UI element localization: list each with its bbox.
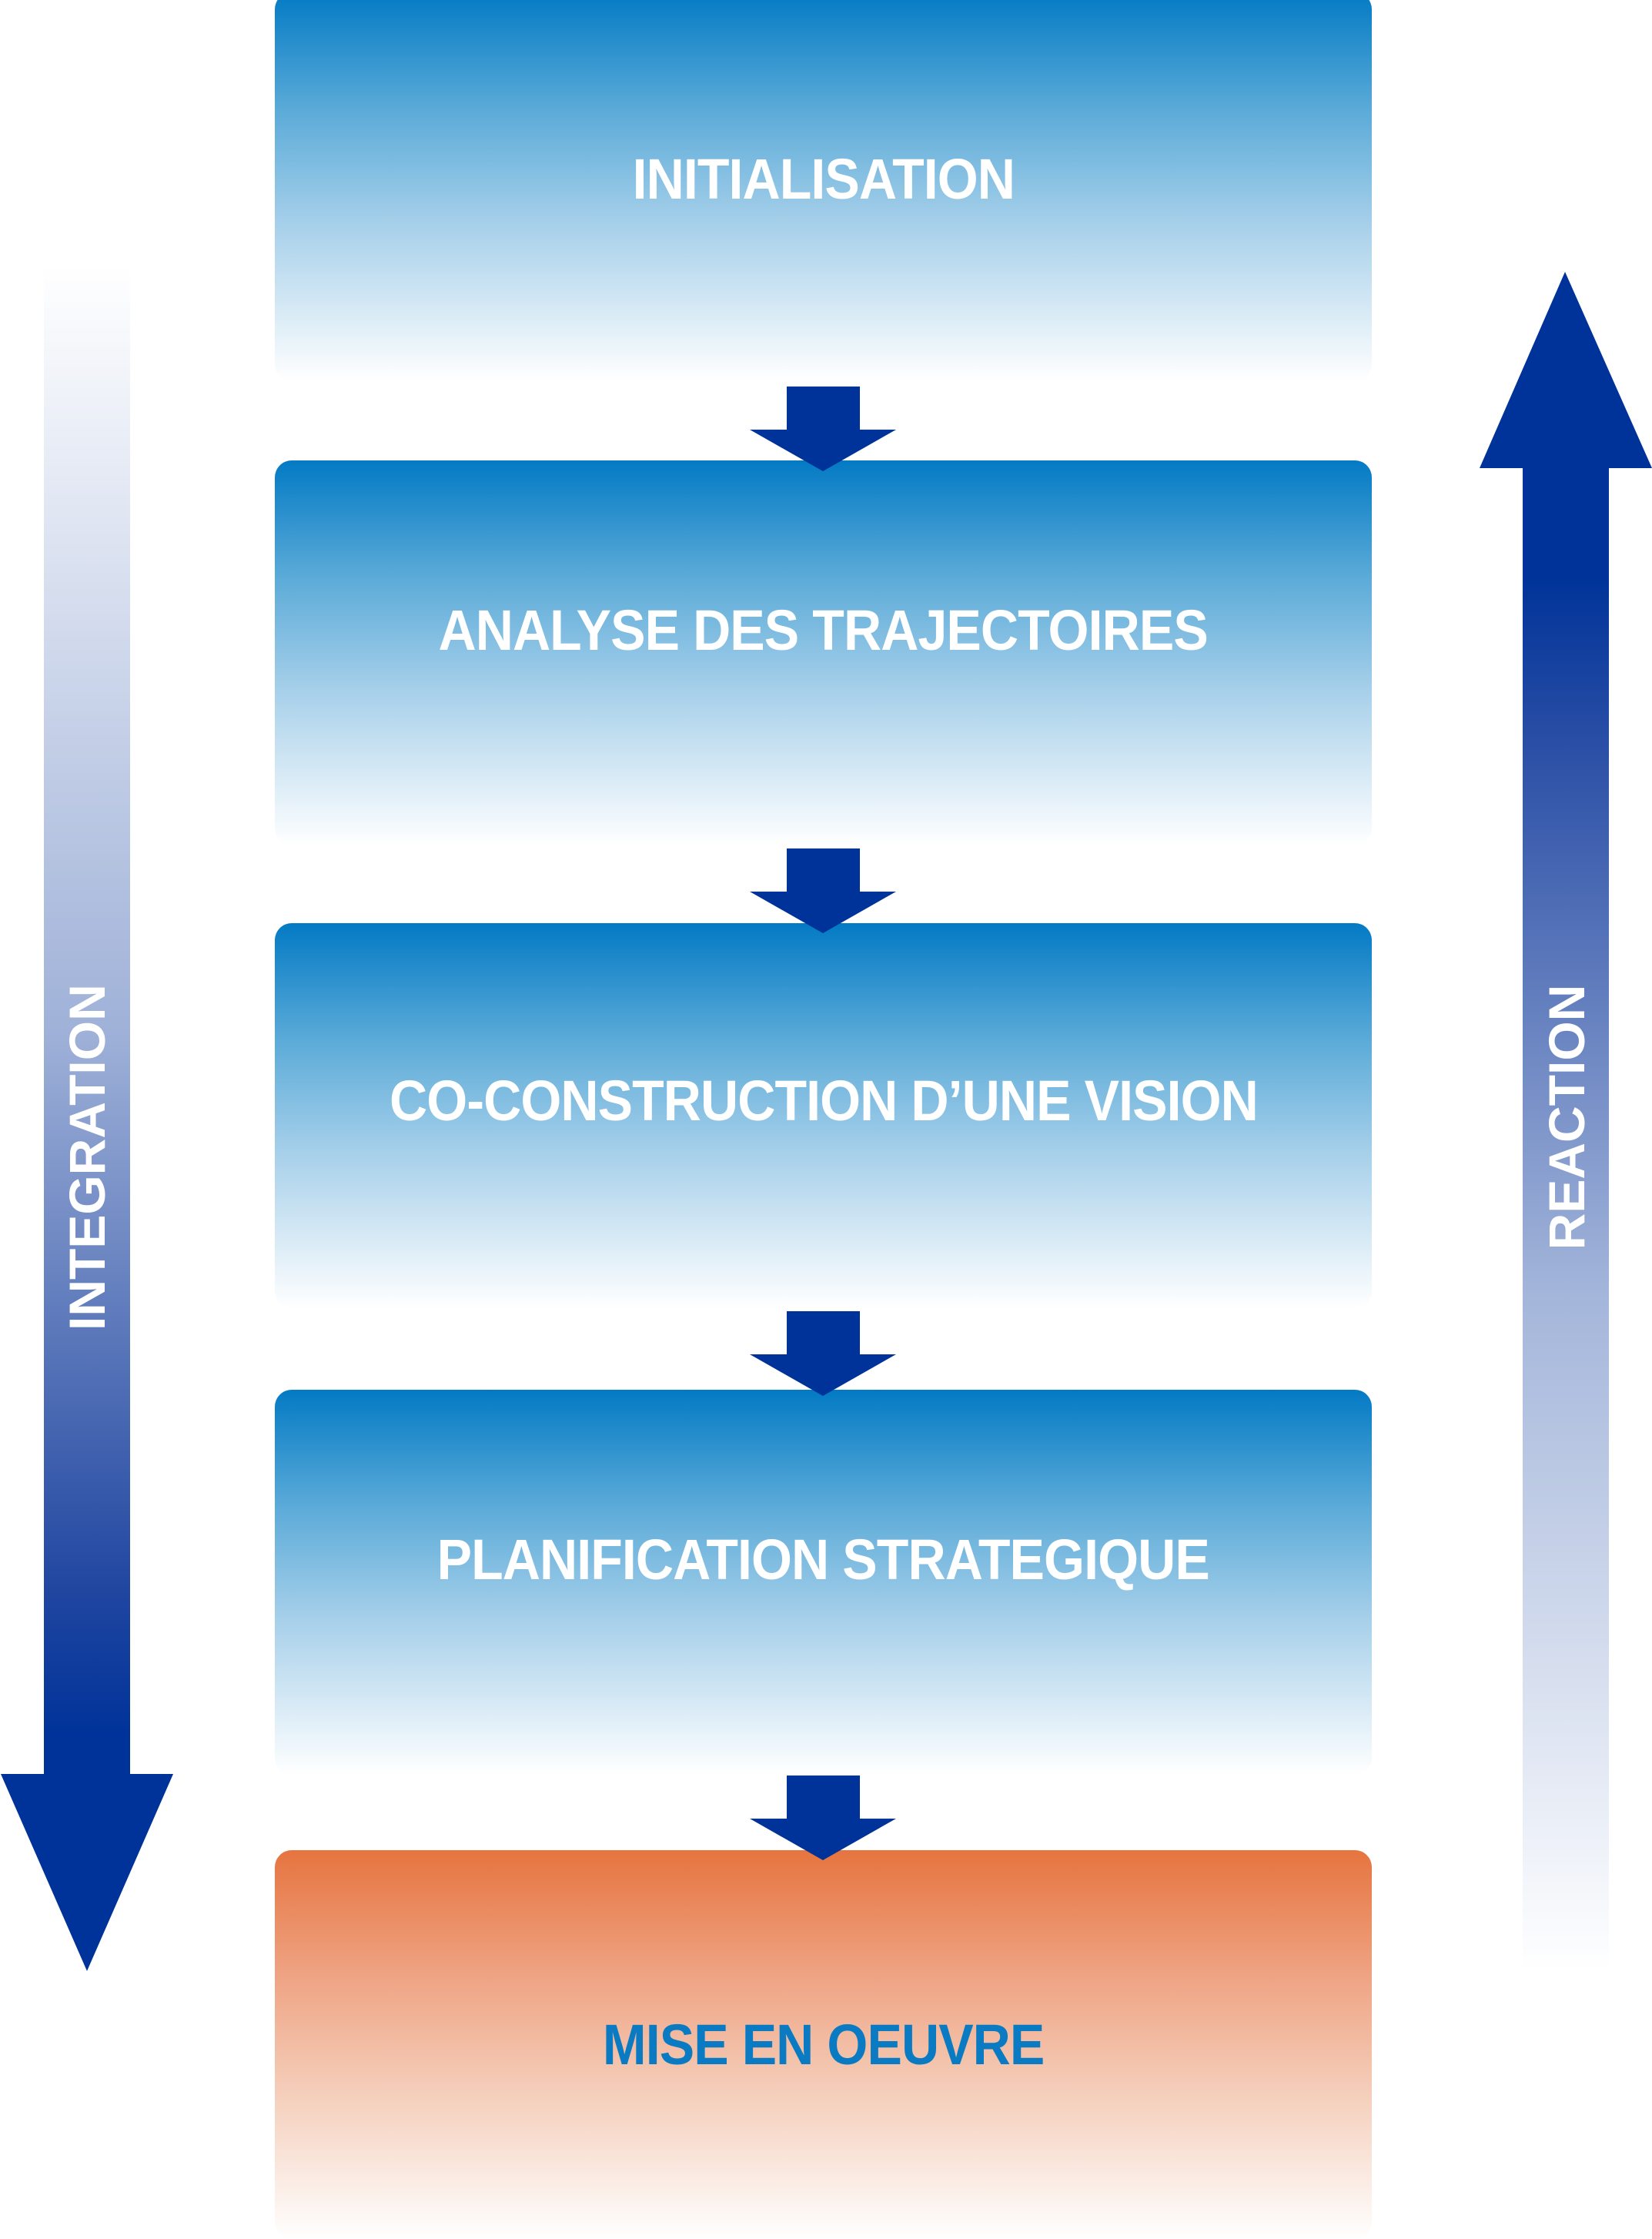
connector-arrow-down-icon [750,848,896,933]
step-initialisation: INITIALISATION [275,0,1372,381]
integration-arrow-down-icon [1,266,173,1971]
reaction-arrow-up-icon [1480,272,1652,1971]
connector-arrow-down-icon [750,1311,896,1396]
connector-arrow-down-icon [750,1775,896,1860]
step-label: CO-CONSTRUCTION D’UNE VISION [389,1068,1259,1133]
step-label: ANALYSE DES TRAJECTOIRES [438,597,1209,662]
step-planification-strategique: PLANIFICATION STRATEGIQUE [275,1390,1372,1775]
integration-label: INTEGRATION [59,984,115,1330]
connector-arrow-down-icon [750,387,896,471]
step-co-construction-vision: CO-CONSTRUCTION D’UNE VISION [275,923,1372,1308]
step-label: PLANIFICATION STRATEGIQUE [436,1527,1210,1591]
step-label: INITIALISATION [632,147,1015,211]
step-analyse-trajectoires: ANALYSE DES TRAJECTOIRES [275,460,1372,845]
reaction-label: REACTION [1538,984,1595,1250]
step-label: MISE EN OEUVRE [602,2013,1045,2077]
step-mise-en-oeuvre: MISE EN OEUVRE [275,1850,1372,2239]
